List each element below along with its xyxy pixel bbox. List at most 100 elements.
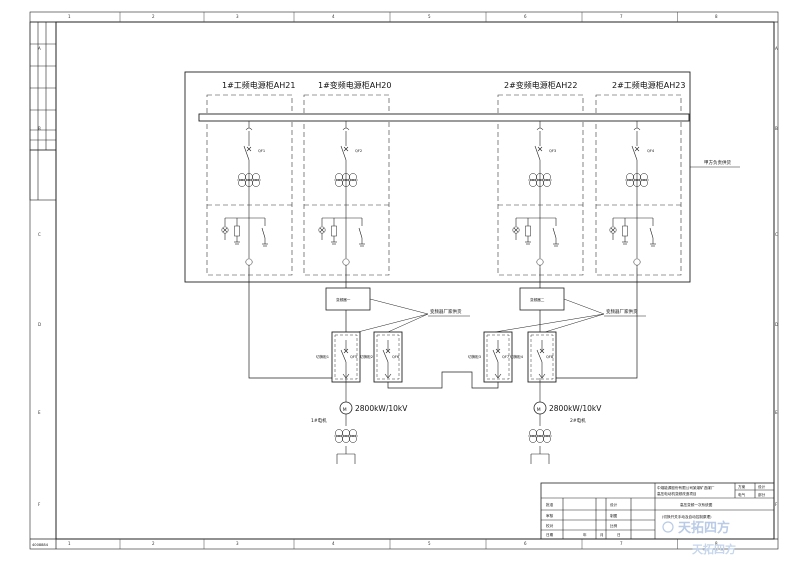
vfd-2: 变频器二 bbox=[519, 287, 565, 311]
breaker-mark bbox=[343, 146, 349, 152]
breaker-label-qf3: QF3 bbox=[549, 149, 556, 153]
ct-coil bbox=[640, 173, 648, 181]
footer-day: 日 bbox=[617, 533, 621, 537]
drawing-code: 4008884 bbox=[32, 543, 49, 547]
surge-arrester-icon bbox=[234, 225, 240, 237]
breaker-blade-icon bbox=[534, 145, 541, 161]
breaker-mark bbox=[539, 348, 545, 354]
isolator-arc-icon bbox=[633, 127, 641, 131]
switch-cabinet-inner bbox=[376, 334, 400, 380]
breaker-label-qf2: QF2 bbox=[355, 149, 362, 153]
panel-title-ah23: 2#工频电源柜AH23 bbox=[612, 80, 685, 90]
ct-coil bbox=[349, 429, 357, 437]
grid-row-right-A: A bbox=[775, 46, 778, 51]
cabinet-breaker-blade-icon bbox=[492, 349, 499, 363]
panel-feeders bbox=[221, 121, 656, 268]
grid-col-top-2: 2 bbox=[152, 14, 155, 19]
panel-title-ah20: 1#变频电源柜AH20 bbox=[318, 80, 391, 90]
current-transformer-icon bbox=[625, 173, 649, 187]
arrow-icon bbox=[384, 373, 392, 379]
feeder-2 bbox=[318, 121, 365, 268]
current-transformer-icon bbox=[334, 173, 358, 187]
breaker-blade-icon bbox=[631, 145, 638, 161]
stage-value: 设计 bbox=[758, 484, 766, 489]
grid-row-right-E: E bbox=[775, 410, 778, 415]
breaker-mark bbox=[343, 348, 349, 354]
current-transformer-icon bbox=[237, 173, 261, 187]
role-check: 校对 bbox=[546, 523, 554, 528]
ct-coil bbox=[543, 429, 551, 437]
breaker-mark bbox=[385, 348, 391, 354]
company-name: 中煤能源股份有限公司某煤矿选煤厂 bbox=[657, 485, 715, 490]
ct-coil bbox=[543, 173, 551, 181]
grid-col-bottom-2: 2 bbox=[152, 541, 155, 546]
vfd-supply-note-left: 变频器厂家供货 bbox=[430, 308, 462, 315]
stage-label: 方案 bbox=[738, 484, 746, 489]
cabinet-breaker-label: QF7 bbox=[502, 355, 509, 359]
isolator-arc-icon bbox=[342, 127, 350, 131]
grid-col-bottom-6: 6 bbox=[524, 541, 527, 546]
output-ct-icon bbox=[633, 258, 641, 266]
grid-row-left-B: B bbox=[38, 126, 41, 131]
discipline-value: 部分 bbox=[758, 492, 766, 497]
watermark: 天拓四方 天拓四方 bbox=[662, 520, 736, 556]
grid-col-bottom-3: 3 bbox=[236, 541, 239, 546]
lamp-cross bbox=[610, 227, 616, 233]
breaker-mark bbox=[634, 146, 640, 152]
supply-boundary-box bbox=[184, 71, 691, 283]
output-cables bbox=[248, 268, 638, 379]
grid-col-top-6: 6 bbox=[524, 14, 527, 19]
grid-row-left-F: F bbox=[38, 502, 41, 507]
lamp-cross bbox=[513, 227, 519, 233]
grid-col-top-4: 4 bbox=[332, 14, 335, 19]
earth-switch-blade-icon bbox=[552, 227, 557, 239]
earth-switch-blade-icon bbox=[261, 227, 266, 239]
role-draft: 制图 bbox=[610, 513, 618, 518]
grid-row-left-D: D bbox=[38, 322, 41, 327]
vfd-1: 变频器一 bbox=[325, 287, 371, 311]
grid-col-top-8: 8 bbox=[715, 14, 718, 19]
switch-cabinet-inner bbox=[530, 334, 554, 380]
motor-symbol: M bbox=[537, 407, 541, 413]
role-date: 日期 bbox=[546, 532, 554, 537]
project-name: 高压电动机变频改造项目 bbox=[657, 491, 697, 496]
grid-row-left-C: C bbox=[38, 232, 41, 237]
role-design: 设计 bbox=[610, 502, 618, 507]
grid-row-right-C: C bbox=[775, 232, 778, 237]
role-review: 审核 bbox=[546, 513, 554, 518]
motor-1-name: 1#电机 bbox=[311, 417, 327, 424]
grid-col-bottom-5: 5 bbox=[428, 541, 431, 546]
cabinet-outlines bbox=[206, 94, 682, 276]
arrow-icon bbox=[494, 373, 502, 379]
current-transformer-icon bbox=[528, 173, 552, 187]
cabinet-label: 切换柜4 bbox=[510, 354, 524, 359]
drawing-title: (切换开关手动及自动控制原理) bbox=[662, 514, 712, 519]
motor-1-rating: 2800kW/10kV bbox=[355, 404, 408, 413]
breaker-label-qf1: QF1 bbox=[258, 149, 265, 153]
grid-col-top-1: 1 bbox=[68, 14, 71, 19]
lamp-cross bbox=[319, 227, 325, 233]
feeder-4 bbox=[609, 121, 656, 268]
grid-col-bottom-1: 1 bbox=[68, 541, 71, 546]
panel-title-ah22: 2#变频电源柜AH22 bbox=[504, 80, 577, 90]
switch-cabinet-inner bbox=[486, 334, 510, 380]
feeder-3 bbox=[512, 121, 559, 268]
output-ct-icon bbox=[245, 258, 253, 266]
isolator-arc-icon bbox=[536, 127, 544, 131]
sheet-frame bbox=[29, 11, 779, 550]
surge-arrester-icon bbox=[331, 225, 337, 237]
drawing-name: 高压变频一次系统图 bbox=[680, 502, 713, 507]
motor-2: M bbox=[528, 378, 552, 464]
footer-year: 年 bbox=[583, 532, 587, 537]
lamp-cross bbox=[222, 227, 228, 233]
scale-label: 比例 bbox=[610, 523, 618, 528]
grid-col-top-7: 7 bbox=[620, 14, 623, 19]
motor-2-rating: 2800kW/10kV bbox=[549, 404, 602, 413]
grid-col-bottom-4: 4 bbox=[332, 541, 335, 546]
